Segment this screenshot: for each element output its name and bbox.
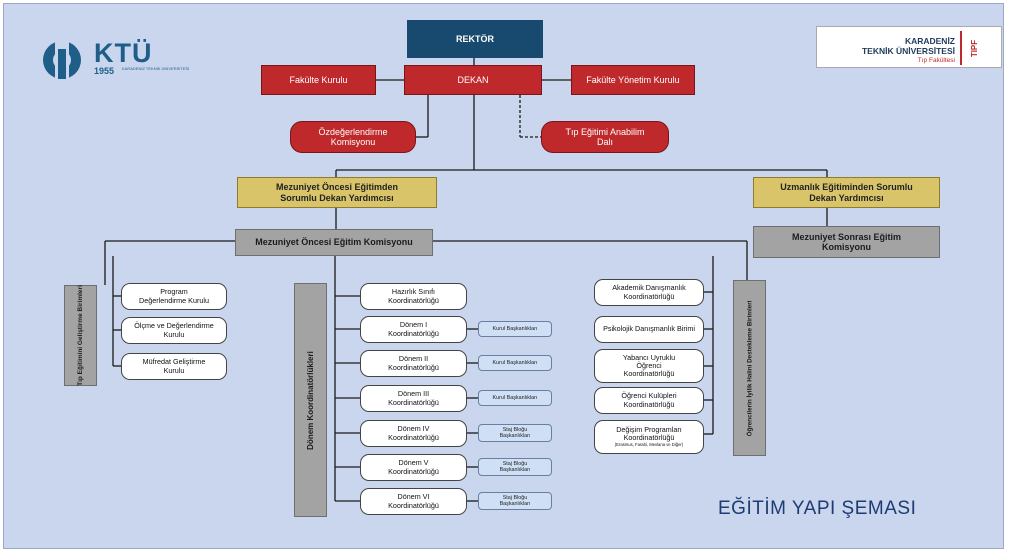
badge-line3: Tıp Fakültesi <box>917 57 955 64</box>
logo-year: 1955 <box>94 66 115 76</box>
faculty-badge: KARADENİZ TEKNİK ÜNİVERSİTESİ Tıp Fakült… <box>816 26 1002 68</box>
rektor-box: REKTÖR <box>407 20 543 58</box>
connector-lines <box>104 58 828 502</box>
ogrenci-kulupleri-box: Öğrenci Kulüpleri Koordinatörlüğü <box>594 387 704 414</box>
ktu-emblem-icon <box>43 41 81 79</box>
badge-divider <box>960 31 962 65</box>
degisim-programlari-note: (Erasmus, Farabi, Mevlana ve Diğer) <box>614 442 684 448</box>
org-chart: KTÜ 1955 KARADENİZ TEKNİK ÜNİVERSİTESİ K… <box>3 3 1004 549</box>
degisim-programlari-box: Değişim Programları Koordinatörlüğü (Era… <box>594 420 704 454</box>
badge-mark: TIPF <box>970 39 980 57</box>
mufredat-gelistirme-box: Müfredat Geliştirme Kurulu <box>121 353 227 380</box>
uzmanlik-deputy-box: Uzmanlık Eğitiminden Sorumlu Dekan Yardı… <box>753 177 940 208</box>
badge-line1: KARADENİZ <box>904 36 955 46</box>
badge-line2: TEKNİK ÜNİVERSİTESİ <box>861 46 955 56</box>
donem-3-sub-box: Kurul Başkanlıkları <box>478 390 552 406</box>
donem-2-coordinator-box: Dönem II Koordinatörlüğü <box>360 350 467 377</box>
donem-6-sub-box: Staj Bloğu Başkanlıkları <box>478 492 552 510</box>
donem-6-coordinator-box: Dönem VI Koordinatörlüğü <box>360 488 467 515</box>
chart-title: EĞİTİM YAPI ŞEMASI <box>718 498 917 519</box>
donem-5-sub-box: Staj Bloğu Başkanlıkları <box>478 458 552 476</box>
logo-wordmark: KTÜ <box>94 38 153 68</box>
donem-4-sub-box: Staj Bloğu Başkanlıkları <box>478 424 552 442</box>
donem-5-coordinator-box: Dönem V Koordinatörlüğü <box>360 454 467 481</box>
hazirlik-coordinator-box: Hazırlık Sınıfı Koordinatörlüğü <box>360 283 467 310</box>
donem-4-coordinator-box: Dönem IV Koordinatörlüğü <box>360 420 467 447</box>
donem-2-sub-box: Kurul Başkanlıkları <box>478 355 552 371</box>
ktu-logo: KTÜ 1955 KARADENİZ TEKNİK ÜNİVERSİTESİ <box>34 38 194 81</box>
program-degerlendirme-box: Program Değerlendirme Kurulu <box>121 283 227 310</box>
donem-3-coordinator-box: Dönem III Koordinatörlüğü <box>360 385 467 412</box>
ozdegerlendirme-box: Özdeğerlendirme Komisyonu <box>290 121 416 153</box>
right-group-title-bar: Öğrencilerin İyilik Halini Destekleme Bi… <box>733 280 766 456</box>
logo-subtitle: KARADENİZ TEKNİK ÜNİVERSİTESİ <box>122 66 190 71</box>
dekan-box: DEKAN <box>404 65 542 95</box>
olcme-degerlendirme-box: Ölçme ve Değerlendirme Kurulu <box>121 317 227 344</box>
akademik-danismanlik-box: Akademik Danışmanlık Koordinatörlüğü <box>594 279 704 306</box>
left-group-title-bar: Tıp Eğitimini Geliştirme Birimleri <box>64 285 97 386</box>
fakulte-yonetim-box: Fakülte Yönetim Kurulu <box>571 65 695 95</box>
mezuniyet-oncesi-deputy-box: Mezuniyet Öncesi Eğitimden Sorumlu Dekan… <box>237 177 437 208</box>
tip-egitimi-box: Tıp Eğitimi Anabilim Dalı <box>541 121 669 153</box>
donem-group-title-bar: Dönem Koordinatörlükleri <box>294 283 327 517</box>
psikolojik-danismanlik-box: Psikolojik Danışmanlık Birimi <box>594 316 704 343</box>
mezuniyet-oncesi-commission-box: Mezuniyet Öncesi Eğitim Komisyonu <box>235 229 433 256</box>
donem-1-coordinator-box: Dönem I Koordinatörlüğü <box>360 316 467 343</box>
yabanci-uyruklu-box: Yabancı Uyruklu Öğrenci Koordinatörlüğü <box>594 349 704 383</box>
degisim-programlari-label: Değişim Programları Koordinatörlüğü <box>616 424 682 443</box>
mezuniyet-sonrasi-commission-box: Mezuniyet Sonrası Eğitim Komisyonu <box>753 226 940 258</box>
fakulte-kurulu-box: Fakülte Kurulu <box>261 65 376 95</box>
donem-1-sub-box: Kurul Başkanlıkları <box>478 321 552 337</box>
